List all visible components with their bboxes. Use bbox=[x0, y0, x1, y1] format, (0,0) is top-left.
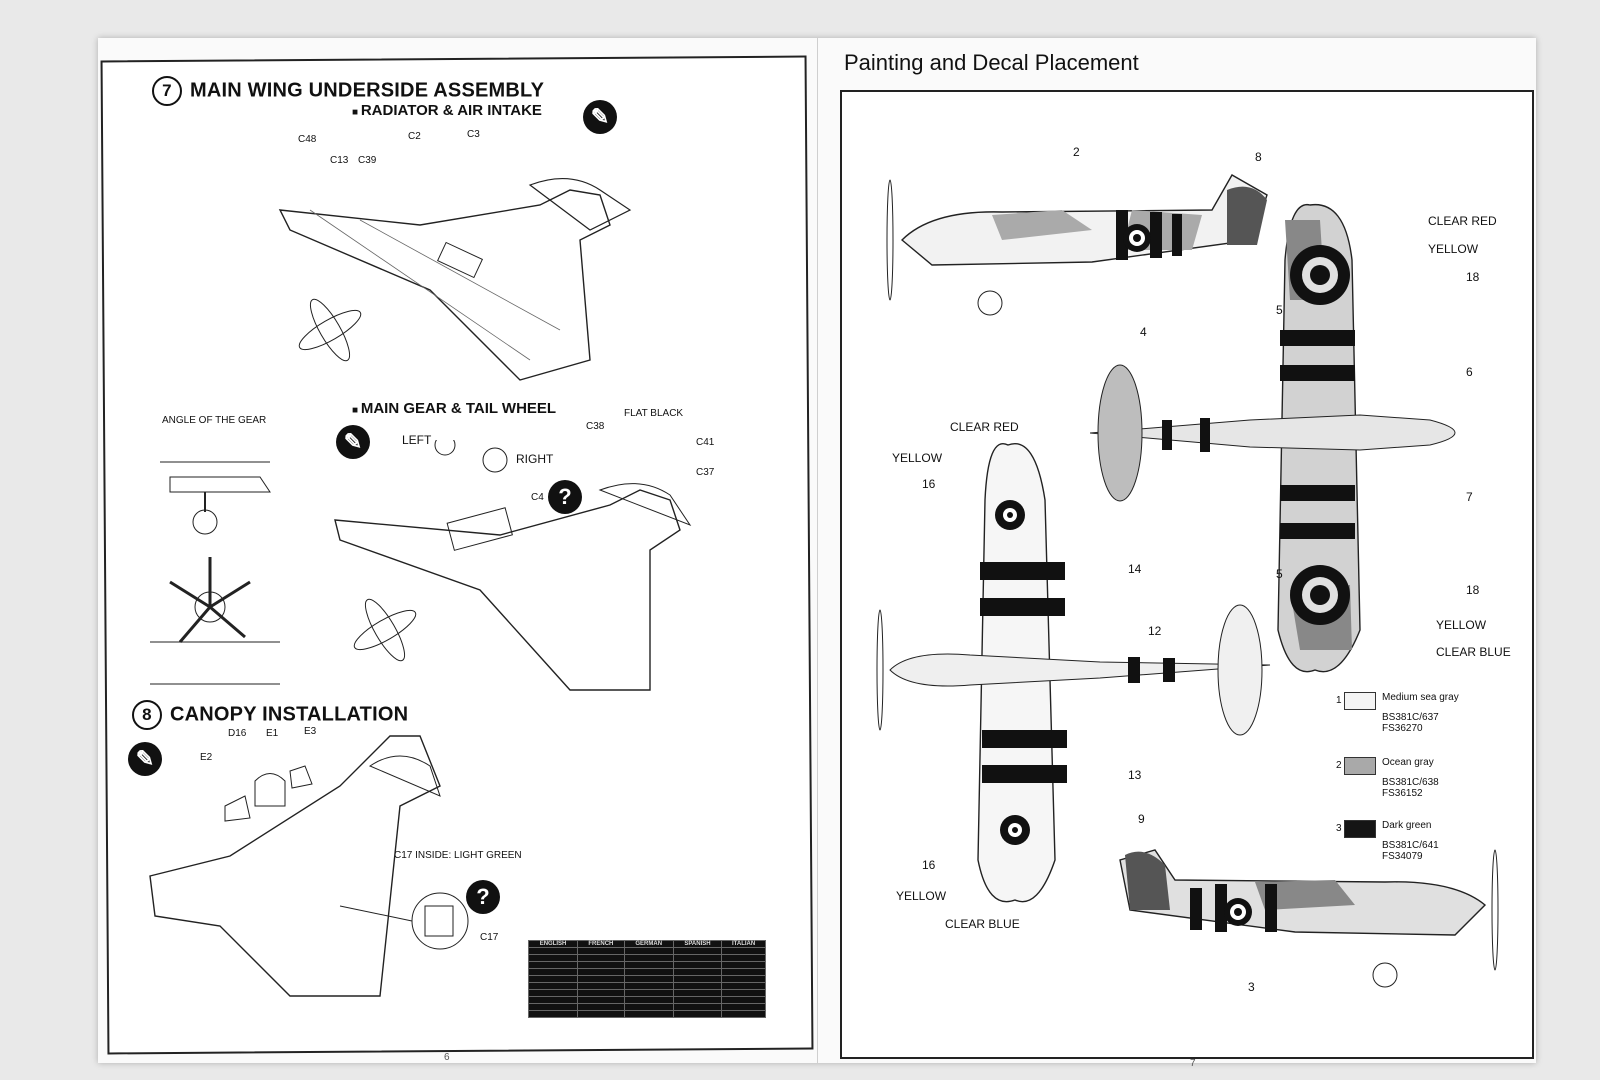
callout: 5 bbox=[1276, 567, 1283, 581]
legend-number: 1 bbox=[1336, 695, 1342, 706]
callout: 18 bbox=[1466, 270, 1480, 284]
part-label: C3 bbox=[467, 129, 480, 140]
plan-view-upper bbox=[1090, 203, 1456, 673]
legend-number: 2 bbox=[1336, 760, 1342, 771]
callout: 6 bbox=[1466, 365, 1473, 379]
glue-icon: ✎ bbox=[583, 100, 617, 134]
color-table-header: ENGLISH bbox=[527, 940, 579, 948]
part-label: E2 bbox=[200, 752, 213, 763]
callout: CLEAR RED bbox=[950, 420, 1019, 434]
angle-gear-label: ANGLE OF THE GEAR bbox=[162, 415, 267, 426]
glue-icon: ✎ bbox=[128, 742, 162, 776]
part-label: C17 bbox=[480, 932, 499, 943]
callout: YELLOW bbox=[892, 451, 943, 465]
callout: 2 bbox=[1073, 145, 1080, 159]
c17-note: C17 INSIDE: LIGHT GREEN bbox=[394, 850, 522, 861]
radiator-subheading: RADIATOR & AIR INTAKE bbox=[352, 102, 542, 119]
canopy-drawing bbox=[149, 735, 469, 997]
callout: 13 bbox=[1128, 768, 1142, 782]
callout: YELLOW bbox=[1428, 242, 1479, 256]
color-table: ENGLISH FRENCH GERMAN SPANISH ITALIAN bbox=[527, 940, 766, 1018]
part-label: D16 bbox=[228, 728, 247, 739]
legend-code: FS36270 bbox=[1382, 723, 1423, 734]
part-label: C4 bbox=[531, 492, 544, 503]
gear-subheading: MAIN GEAR & TAIL WHEEL bbox=[352, 400, 556, 417]
main-gear-drawing bbox=[334, 440, 692, 691]
callout: 4 bbox=[1140, 325, 1147, 339]
callout: 16 bbox=[922, 477, 936, 491]
page-title: Painting and Decal Placement bbox=[844, 50, 1139, 75]
part-label: C41 bbox=[696, 437, 715, 448]
legend-number: 3 bbox=[1336, 823, 1342, 834]
callout: 9 bbox=[1138, 812, 1145, 826]
color-table-header: FRENCH bbox=[577, 940, 625, 948]
legend-code: BS381C/638 bbox=[1382, 777, 1439, 788]
callout: 5 bbox=[1276, 303, 1283, 317]
step8-number: 8 bbox=[132, 700, 162, 730]
legend-code: FS34079 bbox=[1382, 851, 1423, 862]
color-table-header: SPANISH bbox=[672, 940, 723, 948]
color-table-header: ITALIAN bbox=[721, 940, 766, 948]
part-label: C13 bbox=[330, 155, 349, 166]
callout: YELLOW bbox=[896, 889, 947, 903]
step8-heading: 8 CANOPY INSTALLATION bbox=[132, 700, 408, 730]
callout: YELLOW bbox=[1436, 618, 1487, 632]
right-gear-label: RIGHT bbox=[516, 452, 554, 466]
wing-underside-drawing bbox=[278, 177, 632, 381]
legend-code: BS381C/641 bbox=[1382, 840, 1439, 851]
legend-code: FS36152 bbox=[1382, 788, 1423, 799]
question-icon: ? bbox=[466, 880, 500, 914]
step7-heading: 7 MAIN WING UNDERSIDE ASSEMBLY bbox=[152, 76, 544, 106]
color-table-header: GERMAN bbox=[623, 940, 674, 948]
flat-black-label: FLAT BLACK bbox=[624, 408, 684, 419]
page-number-left: 6 bbox=[444, 1052, 450, 1063]
callout: 12 bbox=[1148, 624, 1162, 638]
side-view-top bbox=[886, 174, 1268, 316]
step7-title: MAIN WING UNDERSIDE ASSEMBLY bbox=[190, 79, 545, 102]
part-label: C38 bbox=[586, 421, 605, 432]
plan-view-lower bbox=[876, 443, 1271, 903]
legend-code: BS381C/637 bbox=[1382, 712, 1439, 723]
callout: 3 bbox=[1248, 980, 1255, 994]
callout: 14 bbox=[1128, 562, 1142, 576]
part-label: E3 bbox=[304, 726, 317, 737]
gear-angle-drawing bbox=[150, 461, 280, 685]
part-label: C2 bbox=[408, 131, 421, 142]
step7-number: 7 bbox=[152, 76, 182, 106]
callout: 8 bbox=[1255, 150, 1262, 164]
left-gear-label: LEFT bbox=[402, 433, 432, 447]
legend-name: Dark green bbox=[1382, 820, 1432, 831]
callout: CLEAR RED bbox=[1428, 214, 1497, 228]
legend-swatch bbox=[1344, 692, 1376, 710]
part-label: C37 bbox=[696, 467, 715, 478]
legend-name: Ocean gray bbox=[1382, 757, 1434, 768]
page-number-right: 7 bbox=[1190, 1058, 1196, 1069]
callout: CLEAR BLUE bbox=[945, 917, 1020, 931]
question-icon: ? bbox=[548, 480, 582, 514]
callout: 18 bbox=[1466, 583, 1480, 597]
page-fold bbox=[817, 38, 818, 1063]
part-label: E1 bbox=[266, 728, 279, 739]
callout: 16 bbox=[922, 858, 936, 872]
legend-swatch bbox=[1344, 757, 1376, 775]
legend-name: Medium sea gray bbox=[1382, 692, 1459, 703]
side-view-bottom bbox=[1119, 849, 1499, 988]
step8-title: CANOPY INSTALLATION bbox=[170, 703, 409, 726]
part-label: C39 bbox=[358, 155, 377, 166]
part-label: C48 bbox=[298, 134, 317, 145]
glue-icon: ✎ bbox=[336, 425, 370, 459]
legend-swatch bbox=[1344, 820, 1376, 838]
callout: CLEAR BLUE bbox=[1436, 645, 1511, 659]
callout: 7 bbox=[1466, 490, 1473, 504]
